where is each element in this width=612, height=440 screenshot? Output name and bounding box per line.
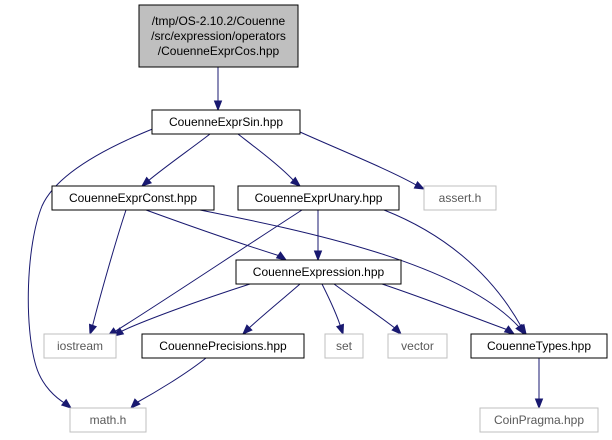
- edge-line: [383, 209, 523, 329]
- edge-line: [135, 357, 207, 404]
- edge-line: [333, 283, 397, 330]
- edge-expression-to-types: [381, 283, 516, 335]
- edge-line: [321, 283, 342, 329]
- edge-unary-to-types: [383, 209, 527, 336]
- edge-const-to-expression: [145, 209, 288, 261]
- edge-line: [27, 127, 156, 405]
- edge-sin-to-assert: [299, 131, 426, 190]
- edge-line: [147, 133, 211, 182]
- arrowhead-icon: [313, 250, 323, 262]
- node-box: [151, 109, 301, 135]
- node-const[interactable]: CouenneExprConst.hpp: [51, 185, 215, 211]
- edge-sin-to-const: [140, 133, 211, 187]
- node-label: /tmp/OS-2.10.2/Couenne: [152, 14, 286, 28]
- node-label: CouenneExprUnary.hpp: [255, 191, 383, 205]
- node-label: /CouenneExprCos.hpp: [158, 44, 280, 58]
- arrowhead-icon: [503, 325, 516, 335]
- node-box: [324, 333, 364, 359]
- edge-line: [247, 283, 301, 330]
- node-label: vector: [401, 339, 434, 353]
- node-box: [423, 185, 497, 211]
- node-label: CoinPragma.hpp: [494, 413, 584, 427]
- node-label: set: [336, 339, 353, 353]
- node-label: /src/expression/operators: [151, 29, 286, 43]
- node-math: math.h: [69, 407, 147, 433]
- node-label: assert.h: [439, 191, 482, 205]
- edge-line: [381, 283, 509, 331]
- node-label: CouenneTypes.hpp: [487, 339, 591, 353]
- node-precisions[interactable]: CouennePrecisions.hpp: [141, 333, 305, 359]
- node-box: [470, 333, 608, 359]
- node-coinpragma: CoinPragma.hpp: [479, 407, 599, 433]
- arrowhead-icon: [60, 398, 73, 409]
- node-vector: vector: [387, 333, 448, 359]
- edge-line: [113, 209, 303, 333]
- edge-line: [145, 209, 281, 257]
- node-box: [235, 259, 402, 285]
- node-unary[interactable]: CouenneExprUnary.hpp: [237, 185, 400, 211]
- edge-expression-to-precisions: [242, 283, 301, 335]
- edge-const-to-iostream: [88, 209, 127, 336]
- edge-expression-to-set: [321, 283, 345, 336]
- edge-line: [199, 209, 521, 329]
- node-iostream: iostream: [43, 333, 117, 359]
- arrowhead-icon: [335, 323, 345, 336]
- node-root[interactable]: /tmp/OS-2.10.2/Couenne/src/expression/op…: [138, 4, 299, 68]
- node-assert: assert.h: [423, 185, 497, 211]
- edge-line: [299, 131, 419, 187]
- edge-types-to-coinpragma: [534, 358, 544, 410]
- node-set: set: [324, 333, 364, 359]
- edge-sin-to-unary: [237, 133, 302, 187]
- node-box: [51, 185, 215, 211]
- node-label: CouenneExprSin.hpp: [169, 115, 283, 129]
- arrowhead-icon: [289, 176, 302, 187]
- node-label: CouenneExprConst.hpp: [69, 191, 197, 205]
- node-box: [237, 185, 400, 211]
- node-box: [43, 333, 117, 359]
- edge-line: [237, 133, 295, 182]
- arrowhead-icon: [413, 180, 426, 190]
- edge-precisions-to-math: [130, 357, 207, 409]
- node-box: [69, 407, 147, 433]
- node-expression[interactable]: CouenneExpression.hpp: [235, 259, 402, 285]
- arrowhead-icon: [242, 324, 253, 335]
- node-label: math.h: [90, 413, 127, 427]
- arrowhead-icon: [140, 176, 153, 187]
- node-label: CouenneExpression.hpp: [253, 265, 385, 279]
- arrowhead-icon: [130, 398, 141, 409]
- arrowhead-icon: [391, 324, 402, 335]
- node-box: [141, 333, 305, 359]
- node-label: CouennePrecisions.hpp: [159, 339, 287, 353]
- edge-line: [91, 209, 127, 329]
- arrowhead-icon: [517, 323, 527, 336]
- edge-expression-to-iostream: [112, 283, 251, 337]
- edge-sin-to-math: [27, 127, 156, 409]
- arrowhead-icon: [213, 100, 223, 112]
- node-sin[interactable]: CouenneExprSin.hpp: [151, 109, 301, 135]
- arrowhead-icon: [534, 398, 544, 410]
- node-types[interactable]: CouenneTypes.hpp: [470, 333, 608, 359]
- node-label: iostream: [57, 339, 103, 353]
- node-box: [387, 333, 448, 359]
- node-box: [479, 407, 599, 433]
- edge-root-to-sin: [213, 67, 223, 112]
- arrowhead-icon: [88, 323, 98, 336]
- edge-line: [119, 283, 251, 333]
- arrowhead-icon: [275, 251, 288, 261]
- edge-unary-to-expression: [313, 210, 323, 262]
- edge-expression-to-vector: [333, 283, 402, 335]
- node-box: [138, 4, 299, 68]
